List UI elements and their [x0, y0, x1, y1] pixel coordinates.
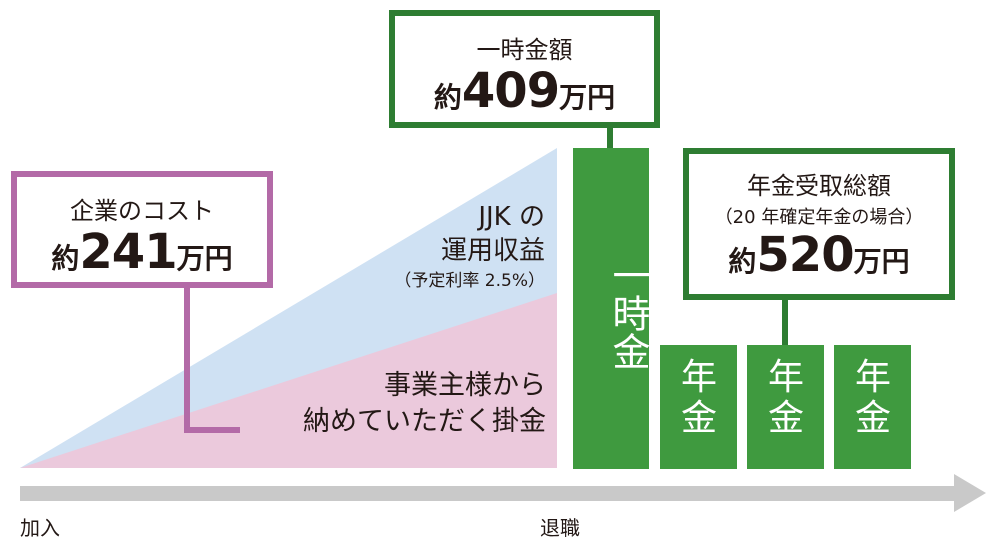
- company-cost-box: 企業のコスト 約241万円: [11, 171, 273, 288]
- pension-bar-label-3: 年金: [854, 357, 891, 440]
- investment-line-2: 運用収益: [440, 236, 545, 266]
- investment-return-text: JJK の 運用収益 （予定利率 2.5%）: [300, 200, 545, 294]
- pension-total-unit: 万円: [853, 245, 910, 278]
- company-cost-label: 企業のコスト: [70, 197, 214, 225]
- lump-sum-label: 一時金額: [476, 36, 573, 64]
- pension-bar-label-1: 年金: [680, 357, 717, 440]
- contribution-line-1: 事業主様から: [384, 370, 546, 401]
- pension-total-prefix: 約: [728, 245, 757, 278]
- axis-retire-label: 退職: [540, 516, 580, 540]
- pension-total-note: （20 年確定年金の場合）: [714, 207, 924, 228]
- pension-bar-2: [747, 345, 824, 469]
- company-cost-unit: 万円: [176, 242, 233, 275]
- pension-bar-label-2: 年金: [767, 357, 804, 440]
- timeline-arrowhead: [954, 474, 986, 512]
- lump-sum-prefix: 約: [433, 81, 462, 114]
- timeline-axis: [20, 486, 958, 501]
- pension-bar-1: [660, 345, 737, 469]
- pension-total-amount: 約520万円: [689, 227, 949, 283]
- pension-bar-3: [834, 345, 911, 469]
- investment-note: （予定利率 2.5%）: [394, 271, 545, 291]
- company-cost-amount: 約241万円: [17, 224, 267, 280]
- pension-total-number: 520: [756, 227, 854, 283]
- company-cost-prefix: 約: [51, 242, 80, 275]
- investment-line-1: JJK の: [478, 202, 545, 232]
- cost-connector-line: [184, 287, 240, 433]
- contribution-text: 事業主様から 納めていただく掛金: [230, 368, 546, 440]
- lump-sum-bar: [573, 148, 649, 469]
- lump-sum-box: 一時金額 約409万円: [389, 10, 660, 128]
- contribution-area: [20, 293, 557, 468]
- axis-start-label: 加入: [20, 516, 60, 540]
- lump-sum-amount: 約409万円: [395, 63, 654, 119]
- pension-total-box: 年金受取総額 （20 年確定年金の場合） 約520万円: [683, 148, 955, 300]
- lump-sum-unit: 万円: [559, 81, 616, 114]
- company-cost-number: 241: [79, 224, 177, 280]
- lump-sum-number: 409: [461, 63, 560, 119]
- lump-sum-bar-label: 一時金: [606, 256, 650, 370]
- pension-total-label: 年金受取総額: [747, 172, 891, 200]
- contribution-line-2: 納めていただく掛金: [303, 406, 546, 437]
